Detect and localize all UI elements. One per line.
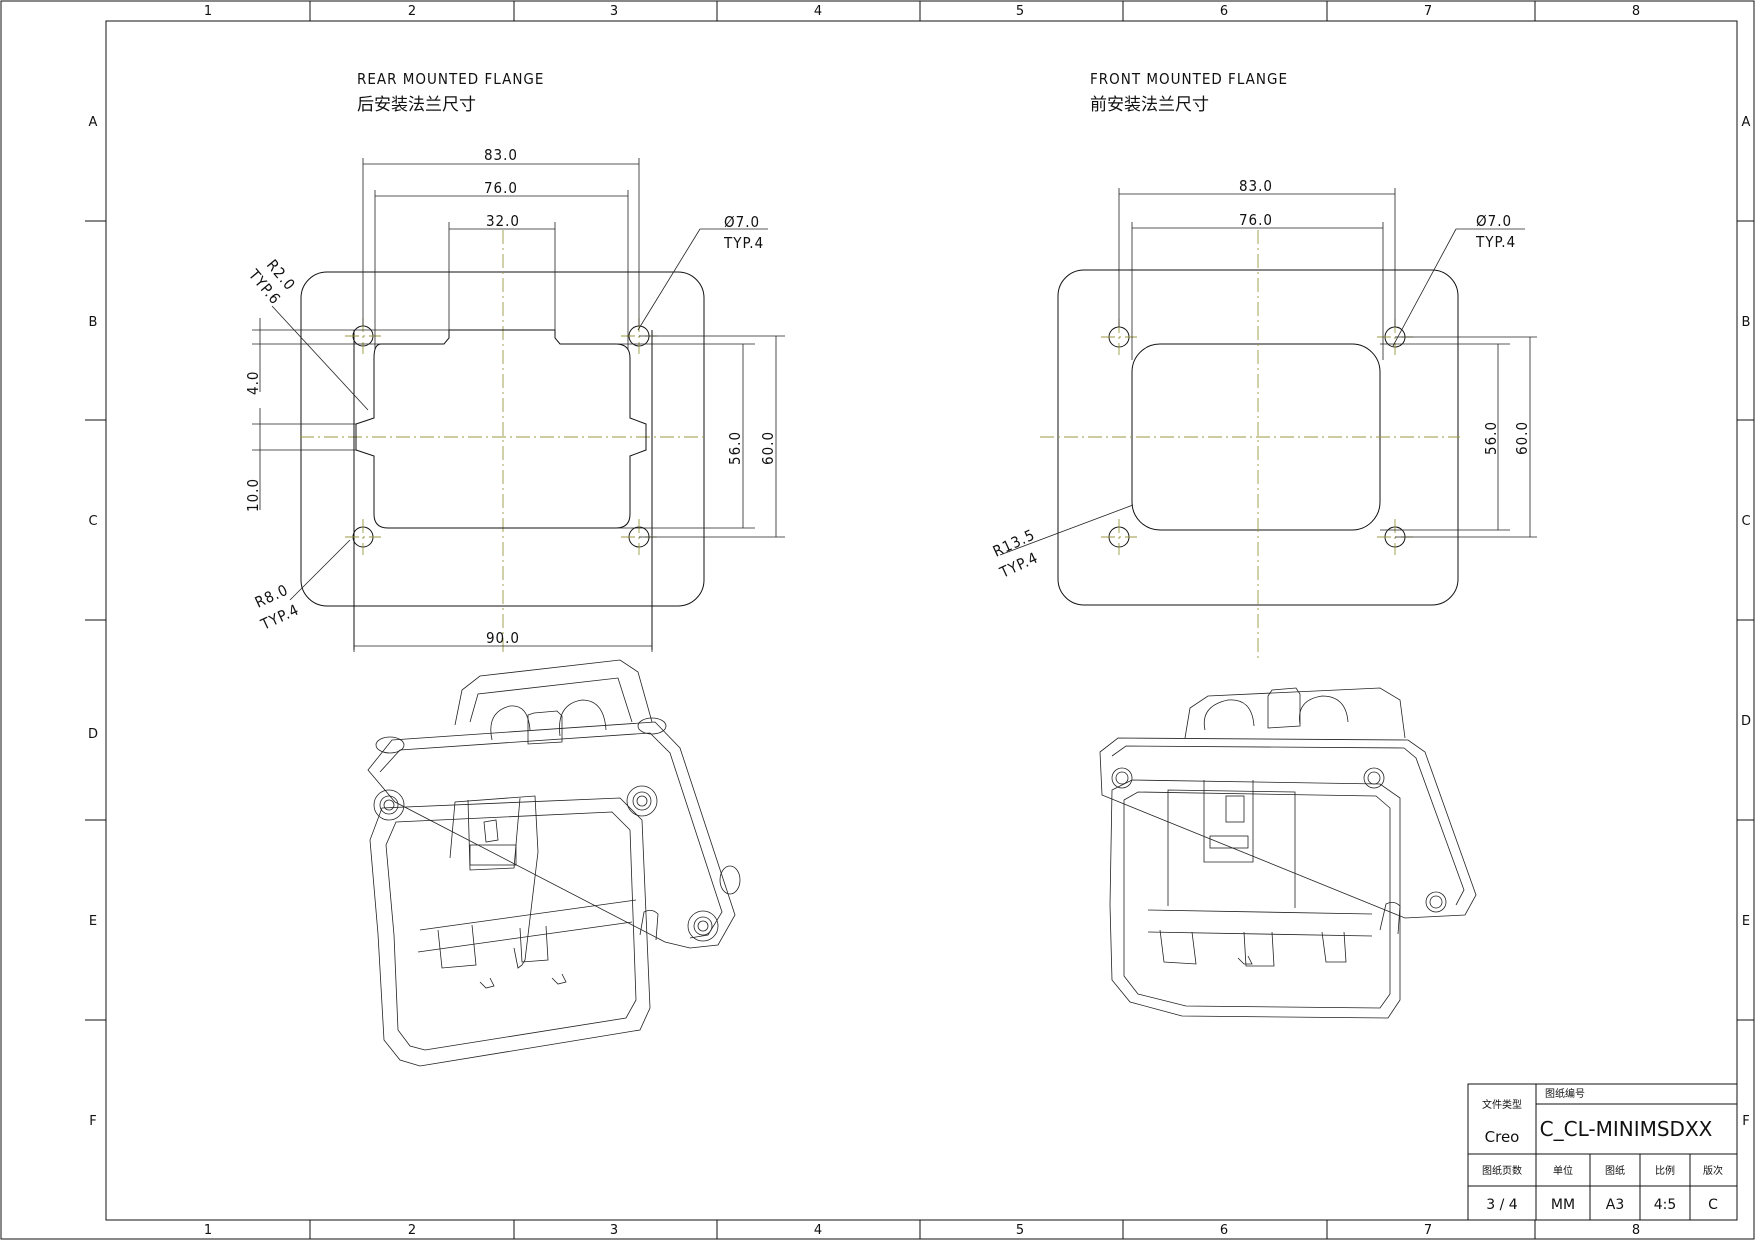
drawing-frame (105, 20, 1738, 1221)
front-connector-isometric (1099, 687, 1477, 1019)
front-dim-hole-typ: TYP.4 (1475, 233, 1516, 251)
row-label: F (89, 1114, 96, 1129)
col-label: 7 (1424, 4, 1432, 19)
col-label: 2 (408, 4, 416, 19)
title-block: 文件类型 Creo 图纸编号 C_CL-MINIMSDXX 图纸页数 单位 图纸… (1467, 1083, 1738, 1221)
row-label: B (1742, 315, 1751, 330)
row-label: E (89, 914, 97, 929)
row-label: D (1741, 714, 1751, 729)
front-dim-60: 60.0 (1513, 421, 1531, 455)
rear-dim-76: 76.0 (484, 179, 518, 197)
rear-dim-hole-typ: TYP.4 (723, 234, 764, 252)
revision-label: 版次 (1703, 1164, 1723, 1177)
row-zone-dividers (85, 220, 1754, 1021)
row-label: A (1742, 115, 1751, 130)
rear-dim-83: 83.0 (484, 146, 518, 164)
col-label: 8 (1632, 1223, 1640, 1238)
row-labels-left: A B C D E F (88, 115, 98, 1129)
unit-label: 单位 (1553, 1164, 1573, 1177)
row-label: C (88, 514, 97, 529)
rear-flange-outline (300, 271, 705, 607)
rear-dim-hole: Ø7.0 (724, 213, 760, 231)
rear-dim-10: 10.0 (244, 478, 262, 512)
col-label: 1 (204, 1223, 212, 1238)
paper-label: 图纸 (1605, 1164, 1625, 1177)
column-labels-top: 1 2 3 4 5 6 7 8 (204, 4, 1640, 19)
drawing-no-label: 图纸编号 (1545, 1087, 1585, 1100)
front-dim-hole: Ø7.0 (1476, 212, 1512, 230)
col-label: 4 (814, 1223, 822, 1238)
row-label: A (89, 115, 98, 130)
rear-dim-56: 56.0 (726, 431, 744, 465)
col-label: 4 (814, 4, 822, 19)
rear-connector-isometric (367, 659, 741, 1067)
col-label: 1 (204, 4, 212, 19)
rear-mounting-holes (345, 318, 657, 555)
col-label: 3 (610, 1223, 618, 1238)
col-label: 6 (1220, 1223, 1228, 1238)
column-labels-bottom: 1 2 3 4 5 6 7 8 (204, 1223, 1640, 1238)
row-label: B (89, 315, 98, 330)
column-zone-dividers (309, 1, 1536, 1239)
row-labels-right: A B C D E F (1741, 115, 1751, 1129)
rear-dim-32: 32.0 (486, 212, 520, 230)
drawing-no-value: C_CL-MINIMSDXX (1540, 1117, 1713, 1141)
front-flange-outline (1057, 269, 1459, 606)
col-label: 7 (1424, 1223, 1432, 1238)
file-type-label: 文件类型 (1482, 1098, 1522, 1111)
row-label: C (1741, 514, 1750, 529)
pages-value: 3 / 4 (1486, 1197, 1518, 1213)
rear-flange-view: REAR MOUNTED FLANGE 后安装法兰尺寸 (244, 70, 785, 655)
row-label: E (1742, 914, 1750, 929)
col-label: 5 (1016, 1223, 1024, 1238)
front-view-title: FRONT MOUNTED FLANGE (1090, 70, 1288, 88)
rear-dim-4: 4.0 (244, 371, 262, 395)
revision-value: C (1708, 1197, 1718, 1213)
pages-label: 图纸页数 (1482, 1164, 1522, 1177)
file-type-value: Creo (1485, 1128, 1520, 1146)
paper-value: A3 (1606, 1197, 1624, 1213)
front-dim-56: 56.0 (1482, 421, 1500, 455)
row-label: F (1742, 1114, 1749, 1129)
col-label: 2 (408, 1223, 416, 1238)
col-label: 3 (610, 4, 618, 19)
col-label: 6 (1220, 4, 1228, 19)
scale-label: 比例 (1655, 1164, 1675, 1177)
rear-view-title: REAR MOUNTED FLANGE (357, 70, 544, 88)
scale-value: 4:5 (1654, 1197, 1677, 1213)
front-dim-76: 76.0 (1239, 211, 1273, 229)
rear-cutout-outline (355, 329, 647, 529)
col-label: 5 (1016, 4, 1024, 19)
rear-view-title-cn: 后安装法兰尺寸 (357, 95, 476, 115)
unit-value: MM (1551, 1197, 1575, 1213)
row-label: D (88, 727, 98, 742)
front-dim-83: 83.0 (1239, 177, 1273, 195)
front-flange-view: FRONT MOUNTED FLANGE 前安装法兰尺寸 83. (990, 70, 1537, 660)
rear-dimension-lines (252, 158, 785, 652)
col-label: 8 (1632, 4, 1640, 19)
rear-dim-60: 60.0 (759, 431, 777, 465)
front-view-title-cn: 前安装法兰尺寸 (1090, 95, 1209, 115)
front-dimension-lines (999, 188, 1537, 556)
rear-dim-90: 90.0 (486, 629, 520, 647)
